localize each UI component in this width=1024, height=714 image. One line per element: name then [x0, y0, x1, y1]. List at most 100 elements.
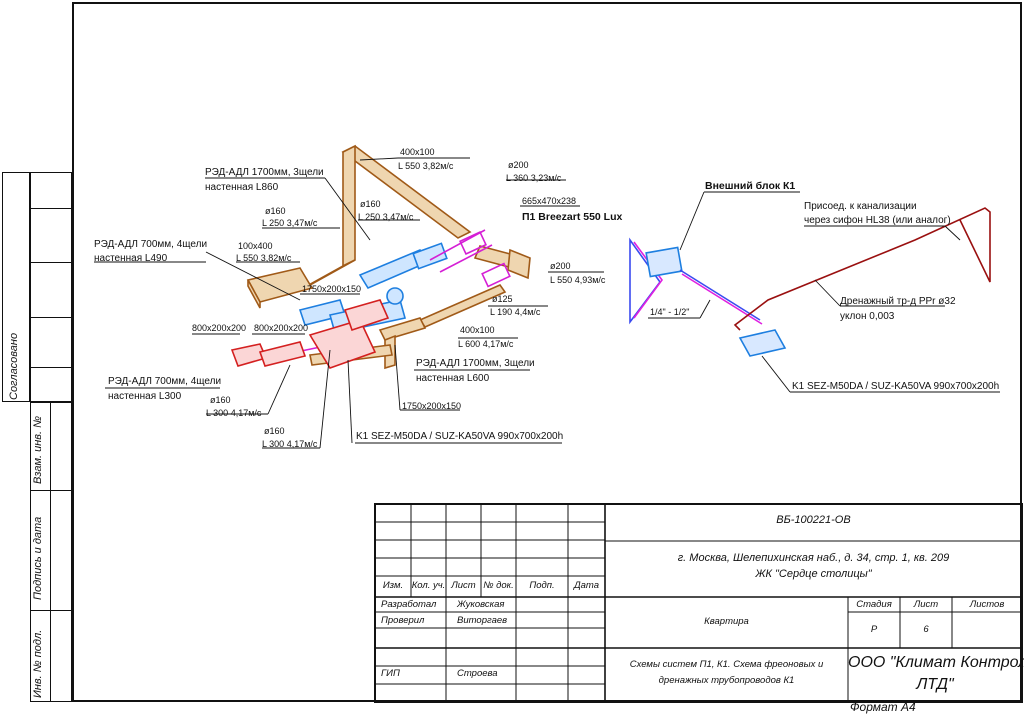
leader: [944, 225, 961, 241]
leader: [761, 355, 791, 393]
label-d160-a: ø160: [265, 206, 286, 216]
magenta-link-2: [439, 244, 493, 273]
brown-duct-network: [246, 144, 531, 370]
label-L300-a: L 300 4,17м/с: [206, 408, 262, 418]
role-developer: Разработал: [381, 599, 437, 610]
label-wall-L300: настенная L300: [108, 391, 182, 402]
red-k1-unit: [308, 319, 377, 369]
label-k1-left: K1 SEZ-M50DA / SUZ-KA50VA 990x700x200h: [356, 431, 564, 442]
label-wall-L490: настенная L490: [94, 253, 168, 264]
label-d200-right: ø200: [550, 261, 571, 271]
name-developer: Жуковская: [457, 599, 505, 610]
doc-code: ВБ-100221-ОВ: [776, 514, 851, 526]
label-L190: L 190 4,4м/с: [490, 307, 541, 317]
name-checker: Виторгаев: [457, 615, 508, 626]
label-d200-top: ø200: [508, 160, 529, 170]
label-d125: ø125: [492, 294, 513, 304]
label-red-adl-1700: РЭД-АДЛ 1700мм, 3щели: [205, 167, 324, 178]
leader: [699, 299, 711, 319]
label-pipe-size: 1/4" - 1/2": [650, 307, 690, 317]
leader: [347, 359, 353, 444]
red-elements: [230, 299, 390, 369]
drain-pipe: [733, 207, 991, 331]
col-kol: Кол. уч.: [411, 580, 446, 591]
divider: [30, 610, 72, 611]
blue-fan: [386, 287, 404, 305]
company-line-2: ЛТД": [916, 676, 954, 693]
title-block-grid: [374, 503, 1023, 703]
label-400x100-low: 400x100: [460, 325, 495, 335]
label-L250-a: L 250 3,47м/с: [262, 218, 318, 228]
label-k1-right: K1 SEZ-M50DA / SUZ-KA50VA 990x700x200h: [792, 381, 1000, 392]
leader: [205, 251, 301, 301]
label-L300-b: L 300 4,17м/с: [262, 439, 318, 449]
magenta-link-1: [429, 229, 486, 261]
label-red-adl-700-a: РЭД-АДЛ 700мм, 4щели: [94, 239, 208, 250]
divider: [30, 262, 72, 263]
label-d160-b: ø160: [360, 199, 381, 209]
label-duct-100x400: 100x400: [238, 241, 273, 251]
label-drain-2: уклон 0,003: [840, 311, 895, 322]
magenta-unit: [481, 262, 511, 288]
label-sewer-1: Присоед. к канализации: [804, 201, 917, 212]
leader-lines: [94, 157, 604, 449]
stamp-inner: [50, 402, 72, 702]
label-d160-d: ø160: [264, 426, 285, 436]
divider: [30, 208, 72, 209]
label-p1-unit: П1 Breezart 550 Lux: [522, 211, 623, 223]
leader: [359, 157, 399, 161]
right-leaders: [648, 191, 1000, 393]
col-list: Лист: [451, 580, 476, 591]
approval-sidebar: Согласовано Взам. инв. № Подпись и дата …: [2, 172, 72, 702]
label-L360: L 360 3,23м/с: [506, 173, 562, 183]
blue-damper: [412, 242, 448, 270]
leader: [394, 344, 401, 411]
indoor-unit-box: [738, 329, 787, 357]
label-d160-c: ø160: [210, 395, 231, 405]
freon-line: [679, 269, 761, 321]
label-outdoor-unit: Внешний блок К1: [705, 180, 796, 192]
col-data: Дата: [573, 580, 600, 591]
drawing-title-2: дренажных трубопроводов К1: [658, 675, 795, 686]
leader: [679, 191, 705, 251]
col-podp: Подп.: [529, 580, 555, 591]
sheets-header: Листов: [969, 599, 1005, 610]
sheet-value: 6: [923, 624, 929, 635]
red-box: [343, 299, 390, 332]
label-red-adl-1700-b: РЭД-АДЛ 1700мм, 3щели: [416, 358, 535, 369]
label-box-665: 665x470x238: [522, 196, 577, 206]
stage-header: Стадия: [856, 599, 892, 610]
label-sewer-2: через сифон HL38 (или аналог): [804, 215, 951, 226]
divider: [30, 367, 72, 368]
label-L550-right: L 550 4,93м/с: [550, 275, 606, 285]
duct-low-join: [378, 317, 427, 341]
label-1750-b: 1750x200x150: [402, 401, 462, 411]
paper-format: Формат А4: [850, 700, 916, 714]
leader: [324, 177, 371, 241]
label-red-adl-700-b: РЭД-АДЛ 700мм, 4щели: [108, 376, 222, 387]
leader: [267, 364, 291, 415]
red-duct: [258, 341, 307, 367]
label-800-b: 800x200x200: [254, 323, 309, 333]
title-block: ВБ-100221-ОВ г. Москва, Шелепихинская на…: [375, 504, 1024, 702]
agreed-box: [30, 172, 72, 402]
address-line-2: ЖК "Сердце столицы": [755, 568, 872, 580]
divider: [30, 317, 72, 318]
freon-drain-diagram: [629, 207, 991, 357]
freon-loop-magenta: [633, 241, 663, 319]
object-name: Квартира: [704, 616, 749, 627]
label-L550-mid: L 550 3,82м/с: [236, 253, 292, 263]
freon-line-2: [681, 273, 763, 325]
drawing-title-1: Схемы систем П1, К1. Схема фреоновых и: [629, 659, 824, 670]
label-800-a: 800x200x200: [192, 323, 247, 333]
label-duct-400x100-top: 400x100: [400, 147, 435, 157]
company-line-1: ООО "Климат Контроль: [848, 654, 1024, 671]
duct-end: [247, 279, 261, 309]
magenta-silencer: [459, 230, 487, 256]
leader: [319, 349, 331, 449]
col-izm: Изм.: [382, 580, 404, 591]
label-wall-L860: настенная L860: [205, 182, 279, 193]
leader: [814, 279, 841, 307]
stage-value: Р: [870, 624, 878, 635]
